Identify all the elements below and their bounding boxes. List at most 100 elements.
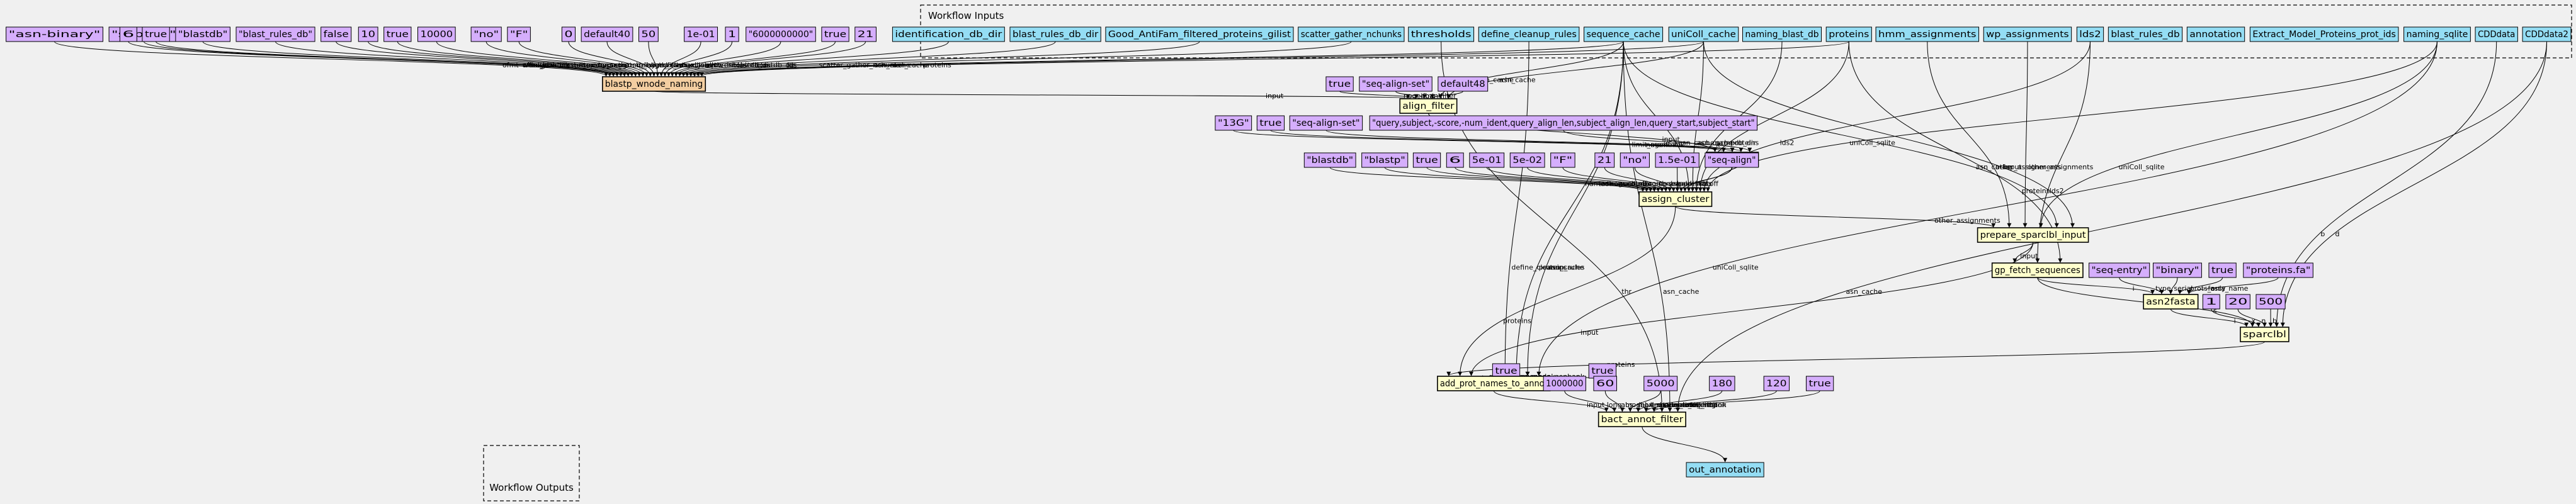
edge-label: lds2 (2050, 187, 2064, 195)
node-label: 5e-01 (1472, 155, 1502, 165)
node-box (1594, 152, 1615, 168)
node-label: 20 (2228, 297, 2247, 307)
edge-n16-to-s_bwn: max_jobs (662, 41, 733, 77)
edge-line (1623, 41, 2059, 228)
edge-label: proteins (1730, 138, 1759, 147)
edge-line (1486, 167, 1660, 192)
node-box (602, 76, 706, 92)
node-label: 21 (858, 30, 874, 40)
edge-line (568, 41, 653, 77)
edge-line (688, 41, 1352, 77)
edge-label: fasta_name (2208, 284, 2248, 293)
node-box (2089, 262, 2150, 278)
node-label: Extract_Model_Proteins_prot_ids (2252, 30, 2396, 40)
edge-n12-to-s_bwn: delay (568, 41, 655, 77)
node-box (1408, 26, 1475, 42)
edge-label: namedb_dir (1715, 138, 1756, 147)
edge-line (1604, 390, 1625, 412)
node-box (2186, 26, 2245, 42)
node-box (358, 26, 378, 42)
edge-label: uniColl_sqlite (1849, 138, 1895, 147)
edge-line (1676, 41, 2548, 412)
node-label: "6000000000" (749, 30, 814, 40)
edge-label: max_overlap (1673, 401, 1718, 409)
edge-line (397, 41, 638, 77)
edge-label: asn_cache (1548, 263, 1584, 271)
node-box (417, 26, 456, 42)
edge-line (678, 41, 949, 77)
node-label: true (1495, 366, 1517, 376)
node-box (1983, 26, 2072, 42)
edge-label: type (2155, 284, 2171, 293)
edge-i17-to-s_apn: uniColl_sqlite (1536, 41, 2437, 376)
edge-line (275, 41, 627, 77)
edge-v19-to-s_a2f: type (2119, 277, 2171, 294)
node-label: CDDdata2 (2525, 30, 2568, 40)
node-label: "blastp" (1365, 155, 1405, 165)
node-label: align_filter (1402, 101, 1455, 111)
edge-label: thr (1621, 288, 1631, 296)
default-value-node-50: 50 (638, 26, 659, 42)
node-label: false (324, 30, 349, 40)
default-value-node-13g: "13G" (1215, 115, 1252, 131)
node-label: prepare_sparclbl_input (1980, 230, 2087, 240)
edge-line (518, 41, 649, 77)
edge-line (1636, 390, 1723, 412)
node-box (1509, 152, 1545, 168)
edge-line (1325, 130, 1744, 152)
edge-n0-to-s_bwn: ofmt (54, 41, 608, 77)
default-value-node-5e-01: 5e-01 (1469, 152, 1505, 168)
io-node-define-cleanup-rules: define_cleanup_rules (1478, 26, 1580, 42)
default-value-node-120: 120 (1763, 376, 1790, 391)
default-value-node-5e-02: 5e-02 (1509, 152, 1545, 168)
edge-line (670, 41, 836, 77)
node-box (6, 26, 103, 42)
edge-label: input (2020, 252, 2038, 260)
node-label: "asn-binary" (9, 30, 101, 40)
edge-s_ac-to-s_apn: proteins (1458, 206, 1676, 376)
node-label: blastp_wnode_naming (605, 79, 703, 89)
edge-line (1458, 206, 1676, 376)
edge-line (2170, 308, 2249, 327)
node-box (2522, 26, 2572, 42)
io-node-blast-rules-db: blast_rules_db (2108, 26, 2183, 42)
edge-n7-to-s_bwn: top_by_score (368, 41, 634, 77)
edge-v9-to-s_ac: task (1384, 167, 1649, 192)
default-value-node-true: true (821, 26, 849, 42)
node-box (2143, 294, 2199, 310)
io-node-identification-db-dir: identification_db_dir (892, 26, 1005, 42)
edge-line (2119, 277, 2164, 294)
edge-label: align_filter (647, 61, 683, 69)
node-label: "query,subject,-score,-num_ident,query_a… (1372, 118, 1754, 128)
node-box (507, 26, 531, 42)
edge-s_gfs-to-s_a2f: i (2037, 277, 2155, 294)
node-box (1469, 152, 1505, 168)
default-value-node-1: 1 (725, 26, 739, 42)
edge-v7-to-s_as: k (1563, 130, 1752, 152)
edge-i11-to-s_psi: other_assignments (1927, 41, 2062, 228)
edge-i19-to-s_baf: asn_cache (1676, 41, 2548, 412)
default-value-node-blastdb: "blastdb" (1303, 152, 1356, 168)
node-box (561, 26, 576, 42)
edge-s_a2f-to-s_sp: i (2170, 308, 2249, 327)
node-box (2225, 294, 2250, 310)
io-node-blast-rules-db-dir: blast_rules_db_dir (1009, 26, 1101, 42)
node-label: hmm_assignments (1878, 30, 1976, 40)
edge-label: b (2272, 317, 2277, 325)
edge-label: other_assignments (1934, 216, 2000, 225)
node-box (638, 26, 659, 42)
node-box (892, 26, 1005, 42)
node-label: 1 (2205, 297, 2217, 307)
edge-v6-to-s_as: ifmt (1325, 130, 1744, 152)
node-box (1438, 76, 1489, 92)
edge-label: b (2320, 230, 2325, 238)
edge-line (2237, 308, 2267, 327)
edge-label: proteins (1539, 263, 1567, 271)
node-box (1593, 376, 1618, 391)
node-box (470, 26, 502, 42)
node-box (119, 26, 137, 42)
edge-line (681, 41, 1056, 77)
default-value-node-1e-01: 1e-01 (684, 26, 718, 42)
node-label: 1e-01 (687, 30, 715, 40)
